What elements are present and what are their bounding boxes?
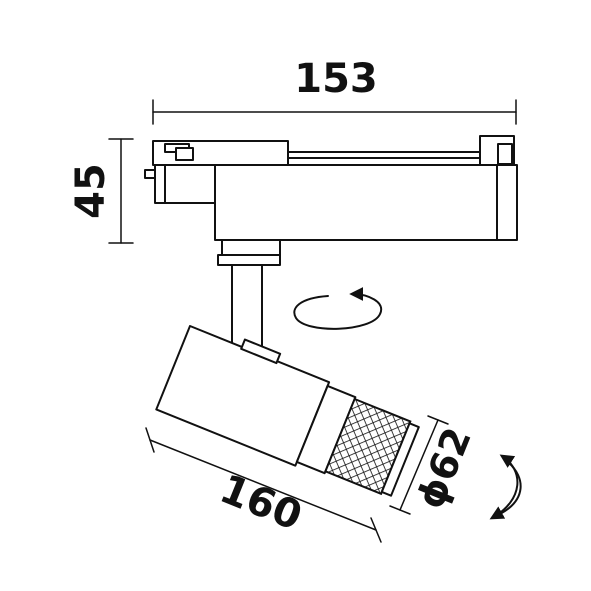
diameter-extension-top: [427, 415, 449, 425]
width-label: 153: [294, 56, 378, 102]
stem-collar: [221, 239, 281, 256]
diameter-label: ϕ62: [408, 421, 480, 515]
diameter-extension-bottom: [389, 505, 411, 515]
length-label: 160: [214, 466, 309, 540]
height-label: 45: [68, 163, 114, 219]
stem: [217, 239, 281, 356]
latch-knob: [175, 147, 194, 161]
head-front-bezel: [380, 422, 420, 497]
spotlight-head: [155, 325, 420, 497]
width-dimension: 153: [152, 56, 517, 125]
connector-pin: [144, 169, 156, 179]
rotate-vertical-arrow-icon: [489, 454, 522, 520]
stem-ring: [217, 254, 281, 266]
length-extension-right: [370, 517, 382, 543]
end-cap-slot: [497, 143, 513, 165]
driver-housing: [214, 164, 518, 241]
height-dimension: 45: [68, 138, 134, 244]
track-adapter: [144, 135, 518, 241]
length-dimension-line: [149, 439, 377, 531]
length-extension-left: [145, 427, 155, 453]
diameter-dimension-line: [399, 419, 439, 511]
rotate-horizontal-arrow-icon: [293, 287, 383, 330]
head-hinge: [240, 338, 282, 365]
